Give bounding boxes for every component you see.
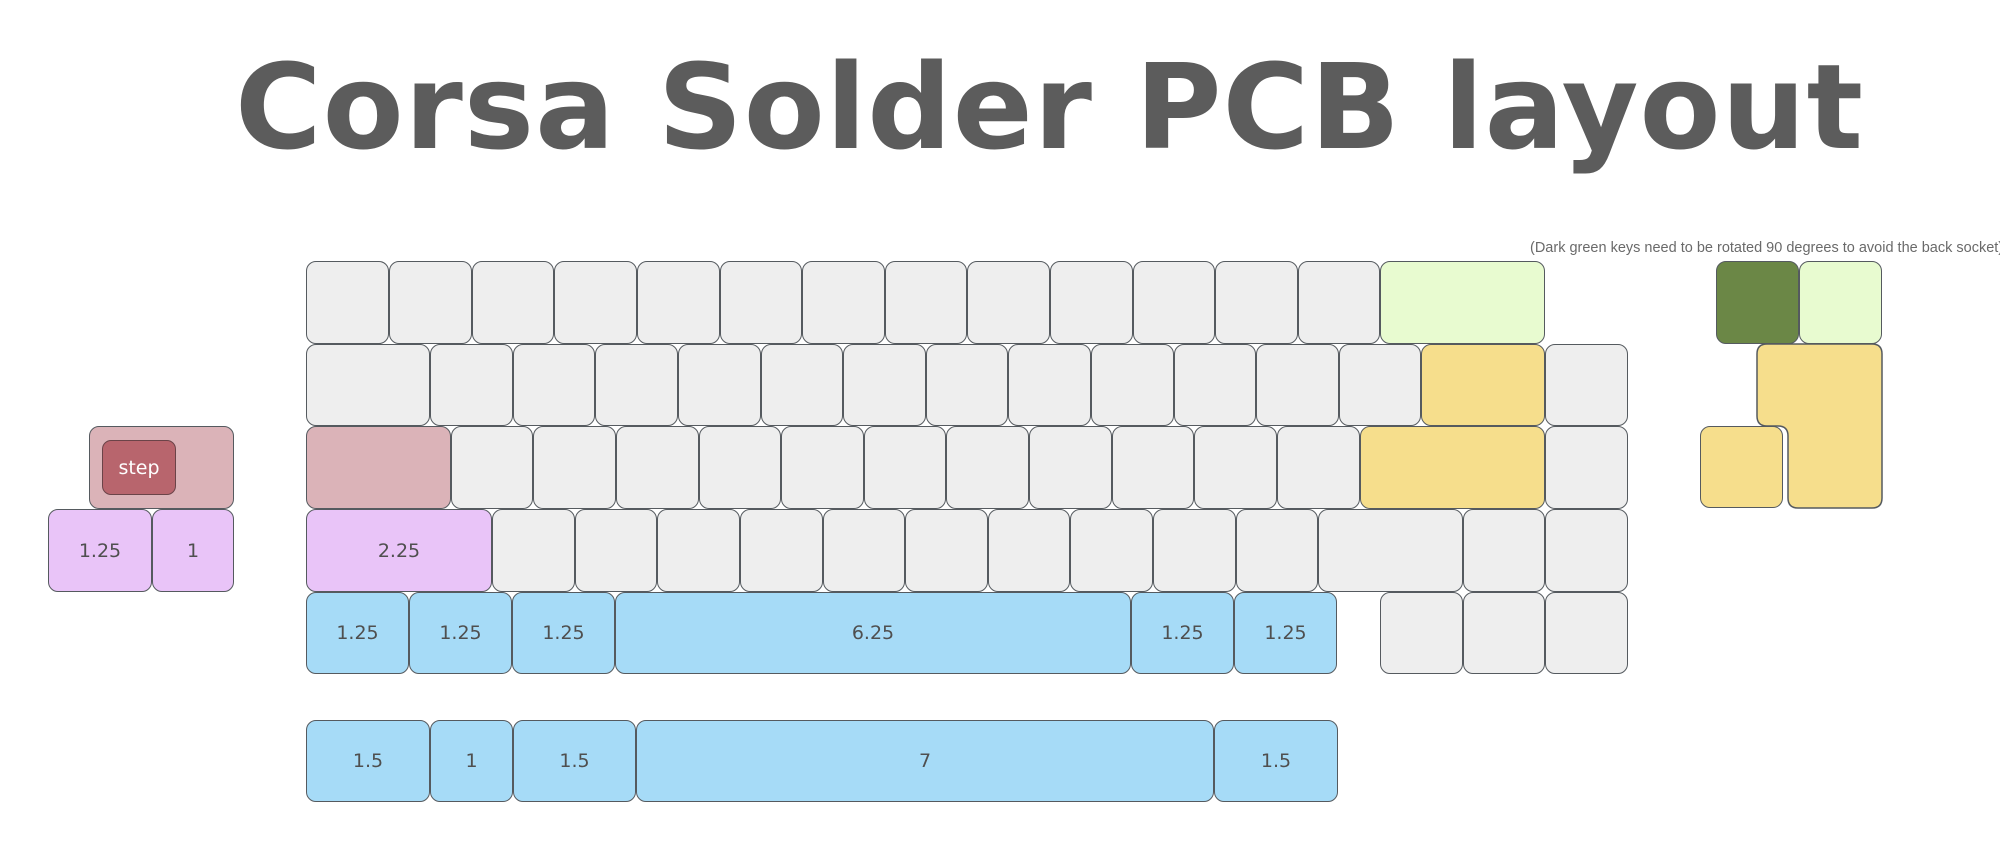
caps-lock-key (306, 426, 451, 509)
key (1236, 509, 1318, 592)
key (451, 426, 533, 509)
key (1153, 509, 1236, 592)
key (1070, 509, 1153, 592)
right-shift-key (1318, 509, 1463, 592)
key (1112, 426, 1194, 509)
key (926, 344, 1008, 426)
alt-bottom-key: 1 (430, 720, 513, 802)
page-title: Corsa Solder PCB layout (235, 38, 1865, 176)
key (720, 261, 802, 344)
key (1029, 426, 1112, 509)
key (1277, 426, 1360, 509)
bottom-key: 1.25 (409, 592, 512, 674)
key (1215, 261, 1298, 344)
key (616, 426, 699, 509)
split-backspace-key (1799, 261, 1882, 344)
key (1133, 261, 1215, 344)
key (554, 261, 637, 344)
key (513, 344, 595, 426)
key (533, 426, 616, 509)
key (864, 426, 946, 509)
key (1463, 509, 1545, 592)
key (678, 344, 761, 426)
legend-key-125: 1.25 (48, 509, 152, 592)
key (1256, 344, 1339, 426)
key (575, 509, 657, 592)
alt-bottom-key: 1.5 (306, 720, 430, 802)
alt-spacebar-key: 7 (636, 720, 1214, 802)
key (1339, 344, 1421, 426)
key (595, 344, 678, 426)
iso-enter-key (1756, 343, 1883, 509)
rotation-note: (Dark green keys need to be rotated 90 d… (1530, 240, 2000, 256)
key (389, 261, 472, 344)
key (988, 509, 1070, 592)
key (885, 261, 967, 344)
alt-bottom-key: 1.5 (1214, 720, 1338, 802)
iso-key (1700, 426, 1783, 508)
key (823, 509, 905, 592)
key (905, 509, 988, 592)
key (740, 509, 823, 592)
key (657, 509, 740, 592)
bottom-key: 1.25 (512, 592, 615, 674)
key (1008, 344, 1091, 426)
key (1545, 509, 1628, 592)
alt-bottom-key: 1.5 (513, 720, 636, 802)
bottom-key: 1.25 (1131, 592, 1234, 674)
key (843, 344, 926, 426)
arrow-key (1380, 592, 1463, 674)
key (781, 426, 864, 509)
key (430, 344, 513, 426)
arrow-key (1463, 592, 1545, 674)
enter-key (1360, 426, 1545, 509)
key (967, 261, 1050, 344)
rotated-key-dark-green (1716, 261, 1799, 344)
spacebar-key: 6.25 (615, 592, 1131, 674)
key (306, 261, 389, 344)
key (1050, 261, 1133, 344)
left-shift-key: 2.25 (306, 509, 492, 592)
key (637, 261, 720, 344)
key (1091, 344, 1174, 426)
key (1545, 426, 1628, 509)
legend-key-1: 1 (152, 509, 234, 592)
backslash-key (1421, 344, 1545, 426)
key (1194, 426, 1277, 509)
key (472, 261, 554, 344)
bottom-key: 1.25 (306, 592, 409, 674)
key (1298, 261, 1380, 344)
backspace-key (1380, 261, 1545, 344)
arrow-key (1545, 592, 1628, 674)
key (492, 509, 575, 592)
key (699, 426, 781, 509)
key (1545, 344, 1628, 426)
step-label: step (102, 440, 176, 495)
key (761, 344, 843, 426)
key (946, 426, 1029, 509)
tab-key (306, 344, 430, 426)
bottom-key: 1.25 (1234, 592, 1337, 674)
key (802, 261, 885, 344)
key (1174, 344, 1256, 426)
